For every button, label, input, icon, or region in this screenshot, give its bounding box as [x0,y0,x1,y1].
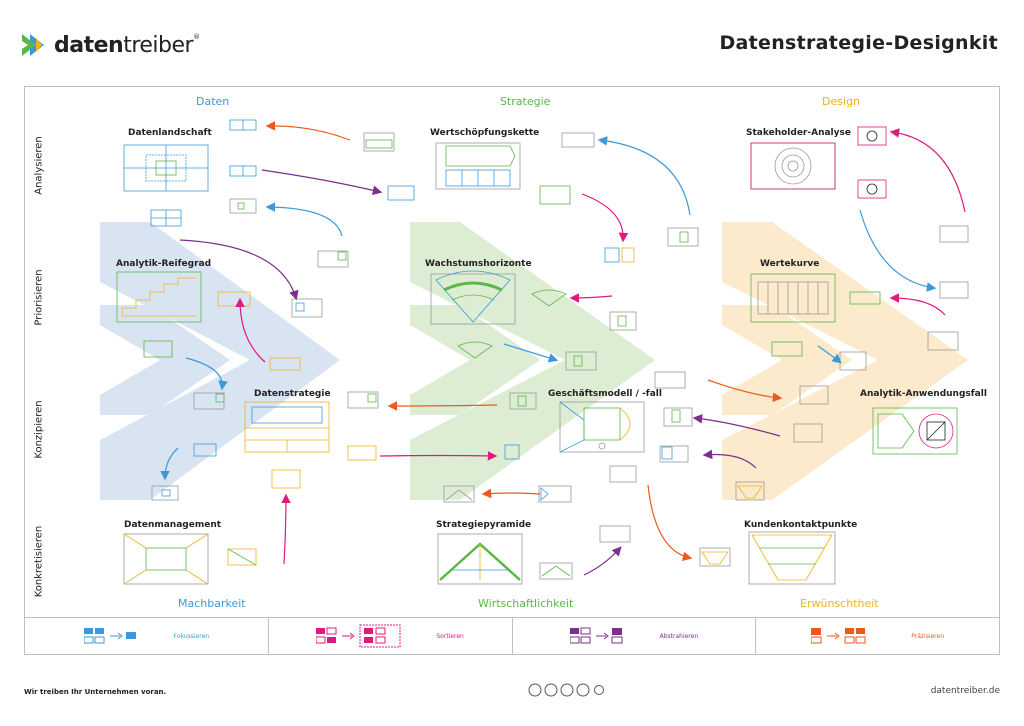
mini-thumbnails [143,119,969,580]
strategiepyramide-canvas [437,533,523,585]
brand-wordmark: datentreiber® [54,32,200,58]
row-label-priorisieren: Priorisieren [33,269,45,326]
tool-title-reifegrad[interactable]: Analytik-Reifegrad [116,259,212,269]
wertschoepfungskette-canvas [435,142,521,190]
tool-title-anwendungsfall[interactable]: Analytik-Anwendungsfall [860,389,987,399]
tool-title-datenlandschaft[interactable]: Datenlandschaft [128,128,212,138]
datenmanagement-canvas [123,533,209,585]
praezisieren-diagram-icon [811,628,866,644]
bottom-header-wirtschaftlichkeit: Wirtschaftlichkeit [478,597,574,610]
legend-bar: Fokussieren Sortieren Abstrahieren Präzi… [24,617,1000,655]
column-header-daten: Daten [196,95,230,108]
legend-label-fokussieren: Fokussieren [173,632,210,640]
yellow-chevron-band [722,222,968,500]
tool-title-stakeholder[interactable]: Stakeholder-Analyse [746,128,851,138]
wertekurve-canvas [750,273,836,323]
tool-title-datenstrategie[interactable]: Datenstrategie [254,389,331,399]
row-label-konkretisieren: Konkretisieren [33,525,45,598]
wachstum-canvas [430,270,516,325]
legend-sortieren: Sortieren [269,618,513,654]
bottom-header-machbarkeit: Machbarkeit [178,597,246,610]
tool-title-kundenkontakt[interactable]: Kundenkontaktpunkte [744,520,858,530]
fokussieren-diagram-icon [83,628,136,644]
legend-fokussieren: Fokussieren [25,618,269,654]
brand-logo: datentreiber® [22,30,200,60]
legend-label-abstrahieren: Abstrahieren [659,632,699,640]
blue-chevron-band [100,222,340,500]
kundenkontakt-canvas [748,531,836,585]
page-title: Datenstrategie-Designkit [719,32,998,54]
abstrahieren-diagram-icon [569,627,623,644]
tool-title-wertschoepfungskette[interactable]: Wertschöpfungskette [430,128,540,138]
connector-arrows [160,121,966,576]
legend-praezisieren: Präzisieren [756,618,999,654]
geschaeftsmodell-canvas [559,401,645,453]
row-label-konzipieren: Konzipieren [33,400,45,459]
row-label-analysieren: Analysieren [33,136,45,195]
footer-slogan: Wir treiben Ihr Unternehmen voran. [24,688,167,696]
column-header-strategie: Strategie [500,95,551,108]
datentreiber-logo-icon [22,34,44,56]
stakeholder-canvas [750,142,836,190]
legend-label-sortieren: Sortieren [436,632,464,640]
column-header-design: Design [822,95,860,108]
legend-label-praezisieren: Präzisieren [911,632,945,640]
tool-title-datenmanagement[interactable]: Datenmanagement [124,520,222,530]
sortieren-diagram-icon [316,624,401,648]
bottom-header-erwuenschtheit: Erwünschtheit [800,597,879,610]
footer-website-link[interactable]: datentreiber.de [930,686,1000,696]
tool-title-strategiepyramide[interactable]: Strategiepyramide [436,520,532,530]
tool-title-wachstum[interactable]: Wachstumshorizonte [425,259,532,269]
tool-title-geschaeftsmodell[interactable]: Geschäftsmodell / -fall [548,389,662,399]
creative-commons-icon [528,683,604,697]
legend-abstrahieren: Abstrahieren [513,618,757,654]
datenlandschaft-canvas [123,144,209,192]
reifegrad-canvas [116,271,202,323]
tool-title-wertekurve[interactable]: Wertekurve [760,259,820,269]
anwendungsfall-canvas [872,407,958,455]
datenstrategie-canvas [244,401,330,453]
green-chevron-band [410,222,655,500]
